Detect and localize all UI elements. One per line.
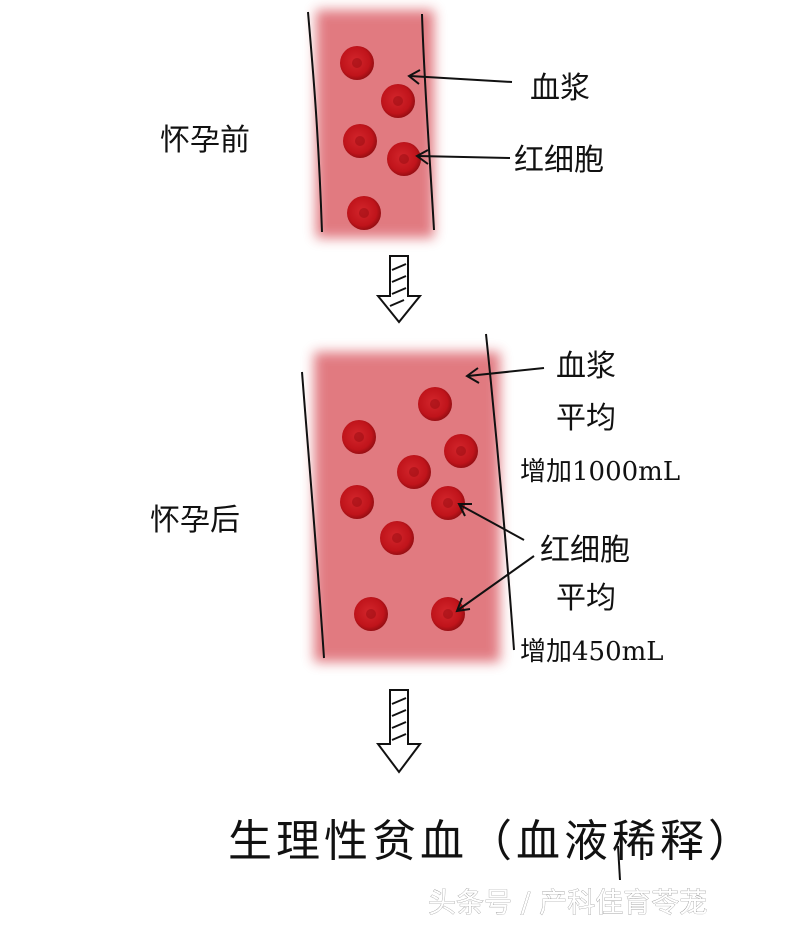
red-blood-cell: [347, 196, 381, 230]
rbc-note-avg: 平均: [556, 581, 616, 616]
arrowhead-rbc-after-2: [455, 597, 471, 613]
stage-label-before: 怀孕前: [160, 123, 250, 158]
red-blood-cell: [343, 124, 377, 158]
vessel-after: [301, 333, 545, 662]
plasma-label-after: 血浆: [556, 349, 616, 384]
arrowhead-rbc-before: [415, 149, 429, 165]
arrowhead-plasma-after: [465, 367, 480, 384]
vessel-before: [307, 10, 513, 238]
plasma-note-avg: 平均: [556, 401, 616, 436]
red-blood-cell: [340, 485, 374, 519]
arrowhead-rbc-after-1: [457, 503, 472, 517]
red-blood-cell: [444, 434, 478, 468]
vessel-wall-right-after: [485, 333, 515, 651]
arrow-plasma-after: [467, 367, 545, 377]
down-arrow-1: [375, 255, 423, 324]
watermark-text: 头条号 / 产科佳育苓茏: [428, 886, 707, 919]
underline-stroke: [617, 845, 621, 881]
plasma-before: [316, 10, 434, 238]
rbc-note-increase: 增加450mL: [520, 637, 664, 667]
plasma-label-before: 血浆: [530, 71, 590, 106]
arrow-rbc-after-1: [459, 504, 525, 541]
arrow-rbc-after-2: [457, 555, 535, 611]
down-arrow-2: [376, 689, 422, 774]
red-blood-cell: [431, 597, 465, 631]
red-blood-cell: [342, 420, 376, 454]
red-blood-cell: [387, 142, 421, 176]
conclusion-text: 生理性贫血（血液稀释）: [228, 816, 756, 867]
arrow-rbc-before: [417, 155, 511, 159]
plasma-note-increase: 增加1000mL: [520, 457, 680, 487]
vessel-wall-left-after: [301, 371, 325, 659]
red-blood-cell: [380, 521, 414, 555]
red-blood-cell: [431, 486, 465, 520]
red-blood-cell: [354, 597, 388, 631]
red-blood-cells-before: [340, 46, 421, 230]
vessel-wall-left-before: [307, 11, 323, 233]
red-blood-cell: [381, 84, 415, 118]
arrow-plasma-before: [409, 75, 513, 83]
red-blood-cell: [418, 387, 452, 421]
rbc-label-after: 红细胞: [540, 533, 630, 568]
vessel-wall-right-before: [421, 13, 435, 231]
red-blood-cells-after: [340, 387, 478, 631]
rbc-label-before: 红细胞: [514, 143, 604, 178]
stage-label-after: 怀孕后: [150, 503, 240, 538]
arrowhead-plasma-before: [407, 69, 421, 85]
red-blood-cell: [340, 46, 374, 80]
red-blood-cell: [397, 455, 431, 489]
